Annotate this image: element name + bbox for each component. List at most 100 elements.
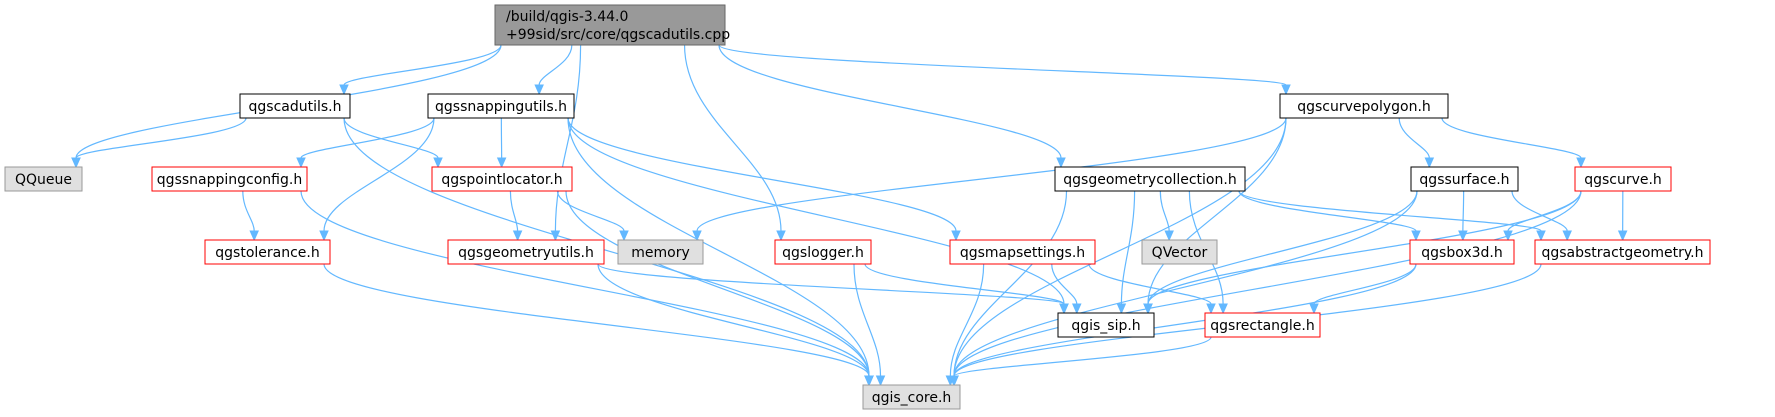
- edge-line: [1398, 117, 1430, 159]
- node-qqueue-label: QQueue: [15, 172, 72, 188]
- node-qgsbox3d-label: qgsbox3d.h: [1421, 245, 1503, 261]
- node-qqueue[interactable]: QQueue: [4, 166, 83, 192]
- node-memory-label: memory: [631, 245, 690, 261]
- node-qgssnappingconfig[interactable]: qgssnappingconfig.h: [151, 166, 308, 192]
- edge-line: [718, 44, 1287, 86]
- node-qgis_sip-box: [1057, 312, 1155, 338]
- node-qgis_sip[interactable]: qgis_sip.h: [1057, 312, 1155, 338]
- node-qgis_core-label: qgis_core.h: [872, 390, 952, 406]
- node-qgsbox3d-box: [1409, 239, 1515, 265]
- node-qgspointlocator[interactable]: qgspointlocator.h: [431, 166, 573, 192]
- edge-line: [556, 190, 625, 232]
- edge-qgssnappingutils-to-qgssnappingconfig: [296, 117, 435, 169]
- edge-arrowhead: [1164, 230, 1174, 242]
- edge-qgsgeometryutils-to-qgis_core: [597, 263, 874, 387]
- edge-qgscadutils-to-qqueue: [71, 117, 247, 169]
- edge-arrowhead: [1424, 157, 1435, 169]
- edge-qgssnappingutils-to-qgsmapsettings: [567, 117, 961, 242]
- node-memory[interactable]: memory: [617, 239, 704, 265]
- edge-line: [1507, 190, 1582, 232]
- edge-root-to-qgscadutils: [339, 44, 502, 96]
- node-qgsbox3d[interactable]: qgsbox3d.h: [1409, 239, 1515, 265]
- edge-line: [300, 117, 435, 159]
- edge-arrowhead: [249, 230, 259, 242]
- edge-line: [343, 117, 439, 159]
- node-qgsgeometrycollection-box: [1054, 166, 1246, 192]
- node-qgssurface[interactable]: qgssurface.h: [1410, 166, 1519, 192]
- edge-line: [75, 117, 247, 159]
- edge-arrowhead: [1218, 303, 1228, 315]
- node-qgsgeometrycollection-label: qgsgeometrycollection.h: [1063, 172, 1236, 188]
- edge-line: [323, 117, 435, 232]
- node-qgsrectangle[interactable]: qgsrectangle.h: [1204, 312, 1321, 338]
- node-qgssnappingutils[interactable]: qgssnappingutils.h: [427, 93, 575, 119]
- node-qgscurve[interactable]: qgscurve.h: [1574, 166, 1672, 192]
- edge-qgsbox3d-to-qgsrectangle: [1309, 263, 1417, 315]
- node-qgsgeometryutils[interactable]: qgsgeometryutils.h: [447, 239, 605, 265]
- edge-arrowhead: [951, 230, 961, 242]
- node-qgsabstractgeometry-box: [1534, 239, 1711, 265]
- edge-arrowhead: [1059, 303, 1069, 315]
- edge-line: [509, 190, 519, 232]
- node-qvector-box: [1141, 239, 1218, 265]
- edge-arrowhead: [875, 375, 886, 387]
- edge-arrowhead: [296, 157, 306, 169]
- node-qgslogger[interactable]: qgslogger.h: [774, 239, 872, 265]
- root-node[interactable]: /build/qgis-3.44.0 +99sid/src/core/qgsca…: [494, 4, 730, 46]
- node-qgscadutils[interactable]: qgscadutils.h: [239, 93, 351, 119]
- edge-qgscadutils-to-qgspointlocator: [343, 117, 443, 169]
- edge-qgssnappingutils-to-qgis_sip: [567, 117, 1069, 315]
- edge-qgsmapsettings-to-qgis_sip: [1051, 263, 1082, 315]
- edge-arrowhead: [1072, 303, 1082, 315]
- edge-line: [323, 263, 870, 377]
- edge-line: [953, 190, 1068, 377]
- node-qgscurve-box: [1574, 166, 1672, 192]
- node-qgscurvepolygon[interactable]: qgscurvepolygon.h: [1279, 93, 1449, 119]
- node-qgscurvepolygon-label: qgscurvepolygon.h: [1297, 99, 1431, 115]
- edge-line: [242, 190, 255, 232]
- edge-qgssnappingutils-to-qgstolerance: [319, 117, 435, 242]
- node-qgscurve-label: qgscurve.h: [1584, 172, 1662, 188]
- edge-root-to-qgscurvepolygon: [718, 44, 1291, 96]
- nodes-layer: /build/qgis-3.44.0 +99sid/src/core/qgsca…: [4, 4, 1711, 410]
- node-qgstolerance[interactable]: qgstolerance.h: [204, 239, 331, 265]
- edge-arrowhead: [339, 84, 349, 96]
- edge-root-to-qgsgeometrycollection: [718, 44, 1066, 169]
- edge-line: [1120, 190, 1136, 305]
- edge-arrowhead: [776, 230, 786, 242]
- edge-root-to-qgslogger: [683, 44, 786, 242]
- node-qgslogger-label: qgslogger.h: [782, 245, 864, 261]
- node-qgsmapsettings[interactable]: qgsmapsettings.h: [949, 239, 1096, 265]
- node-qgis_core-box: [862, 384, 961, 410]
- node-qgslogger-box: [774, 239, 872, 265]
- edge-line: [597, 263, 1065, 305]
- edge-qgspointlocator-to-qgsgeometryutils: [509, 190, 523, 242]
- node-qgssnappingutils-label: qgssnappingutils.h: [435, 99, 567, 115]
- edge-line: [1441, 117, 1582, 159]
- edge-arrowhead: [71, 157, 81, 169]
- edge-line: [953, 263, 1417, 377]
- node-qvector[interactable]: QVector: [1141, 239, 1218, 265]
- node-memory-box: [617, 239, 704, 265]
- edge-arrowhead: [496, 157, 507, 169]
- node-qgsabstractgeometry[interactable]: qgsabstractgeometry.h: [1534, 239, 1711, 265]
- edge-arrowhead: [319, 230, 329, 242]
- edge-line: [567, 117, 957, 232]
- edge-qgssnappingutils-to-qgspointlocator: [496, 117, 507, 169]
- edge-qgstolerance-to-qgis_core: [323, 263, 874, 387]
- edge-qgsgeometrycollection-to-qgis_sip: [1116, 190, 1136, 315]
- node-qgsgeometrycollection[interactable]: qgsgeometrycollection.h: [1054, 166, 1246, 192]
- node-qgstolerance-box: [204, 239, 331, 265]
- edge-line: [1313, 263, 1417, 305]
- edge-line: [1159, 190, 1170, 232]
- node-qgis_core[interactable]: qgis_core.h: [862, 384, 961, 410]
- edge-arrowhead: [512, 230, 523, 242]
- node-qgscadutils-label: qgscadutils.h: [249, 99, 342, 115]
- edge-qgslogger-to-qgis_core: [853, 263, 886, 387]
- node-qgssurface-label: qgssurface.h: [1419, 172, 1509, 188]
- node-qgstolerance-label: qgstolerance.h: [215, 245, 319, 261]
- edge-line: [597, 263, 870, 377]
- edge-line: [343, 44, 502, 86]
- edge-arrowhead: [1309, 303, 1319, 315]
- node-qgspointlocator-label: qgspointlocator.h: [441, 172, 562, 188]
